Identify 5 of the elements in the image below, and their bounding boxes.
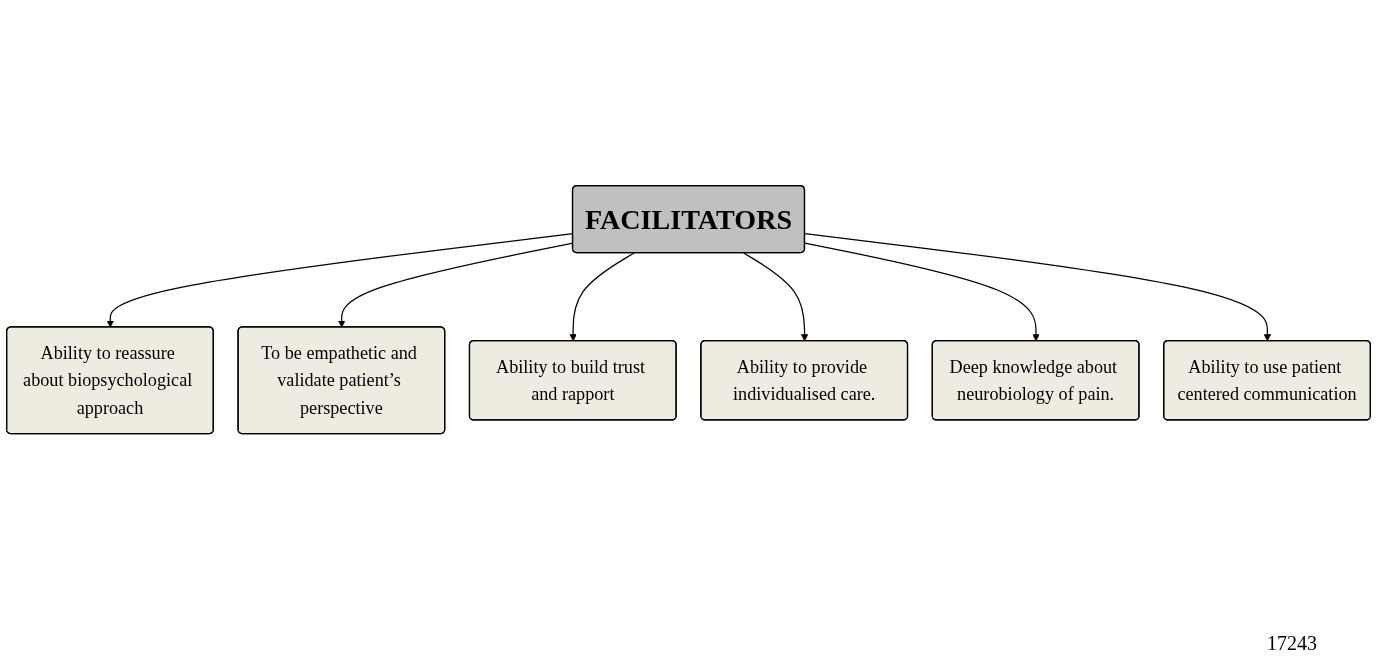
arrow [569,252,635,342]
page-number: 17243 [1267,632,1317,655]
arrow [743,252,809,342]
arrow [804,242,1040,342]
arrow [804,233,1272,342]
